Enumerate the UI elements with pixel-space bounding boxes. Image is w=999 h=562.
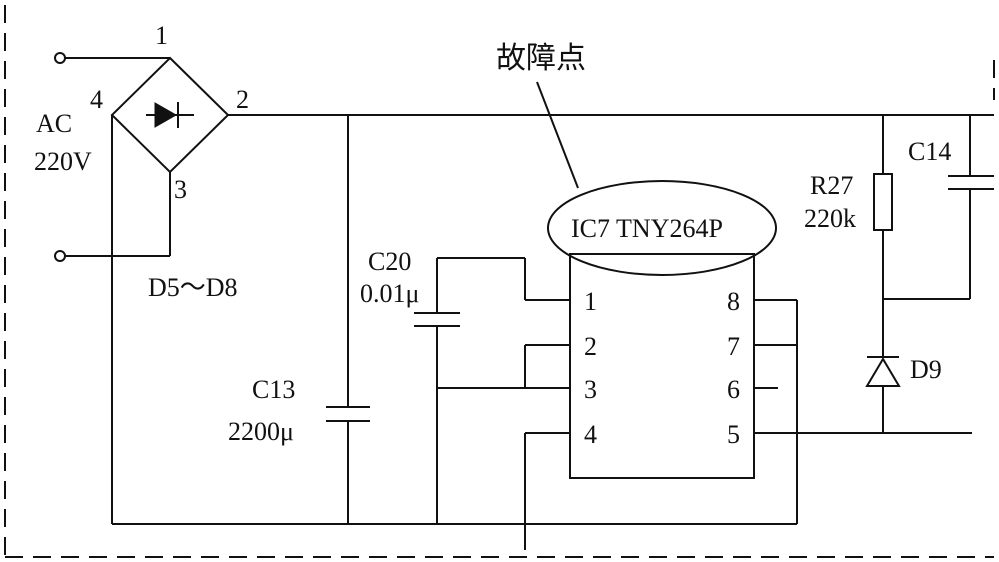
- ic-pin-5: 5: [727, 420, 740, 449]
- c20-name: C20: [368, 247, 411, 276]
- ic-pin-2: 2: [584, 332, 597, 361]
- c14-name: C14: [908, 137, 951, 166]
- c13-value: 2200μ: [228, 417, 294, 446]
- ic-pin-8: 8: [727, 287, 740, 316]
- bridge-node-4: 4: [90, 85, 103, 114]
- ic-right-wiring: [754, 299, 972, 524]
- bridge-label: D5～D8: [148, 273, 238, 302]
- bridge-node-3: 3: [174, 175, 187, 204]
- r27-name: R27: [810, 171, 853, 200]
- d9-name: D9: [910, 355, 942, 384]
- ac-voltage-label: 220V: [34, 147, 92, 176]
- r27-value: 220k: [804, 204, 856, 233]
- ic-left-wiring: [437, 344, 570, 550]
- bridge-node-2: 2: [236, 85, 249, 114]
- ic-pin-1: 1: [584, 287, 597, 316]
- fault-label: 故障点: [496, 41, 586, 76]
- rails: [111, 114, 994, 525]
- c20-value: 0.01μ: [360, 279, 419, 308]
- c13-name: C13: [252, 375, 295, 404]
- ac-label: AC: [36, 109, 72, 138]
- page-border-marks: [4, 5, 995, 558]
- capacitor-c20: C20 0.01μ: [360, 247, 570, 524]
- bridge-rectifier: 1 2 3 4 D5～D8: [90, 21, 249, 302]
- capacitor-c14: C14: [908, 115, 994, 299]
- ac-input-terminals: [54, 52, 171, 262]
- ic-pin-3: 3: [584, 375, 597, 404]
- r27-d9-branch: R27 220k D9: [804, 115, 970, 433]
- bridge-node-1: 1: [155, 21, 168, 50]
- ic-pin-6: 6: [727, 375, 740, 404]
- ic-pin-7: 7: [727, 332, 740, 361]
- capacitor-c13: C13 2200μ: [228, 115, 370, 524]
- ic-label: IC7 TNY264P: [571, 214, 723, 243]
- fault-point-callout: 故障点 IC7 TNY264P: [496, 41, 777, 276]
- ic-pin-4: 4: [584, 420, 597, 449]
- ic7-tny264p: 1 2 3 4 5 6 7 8: [569, 253, 755, 479]
